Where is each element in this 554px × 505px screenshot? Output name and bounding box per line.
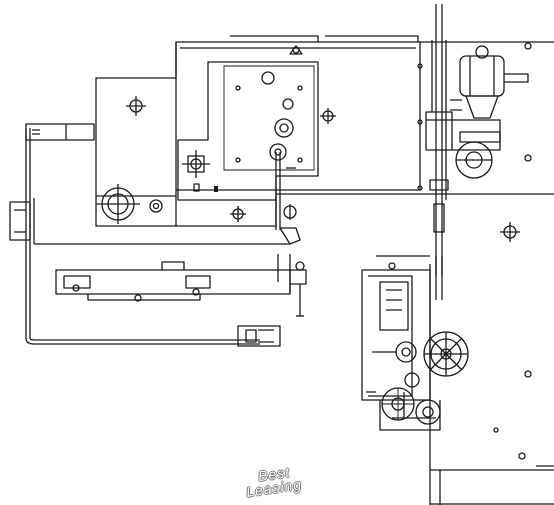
feed-rod (9, 123, 260, 345)
handwheel (423, 331, 469, 377)
rod-end-connector (237, 325, 281, 347)
main-housing (95, 35, 421, 227)
left-housing-details (96, 45, 336, 224)
vertical-spindle (425, 4, 501, 300)
gear-train (379, 372, 441, 431)
pulley-wheel (455, 131, 501, 179)
table-slide (55, 254, 307, 317)
frame-body (33, 41, 554, 505)
lever-assembly (275, 152, 301, 245)
inspection-panel (177, 61, 319, 201)
motor-unit (450, 45, 529, 119)
gearbox (361, 269, 431, 401)
apron-lower (366, 255, 443, 393)
